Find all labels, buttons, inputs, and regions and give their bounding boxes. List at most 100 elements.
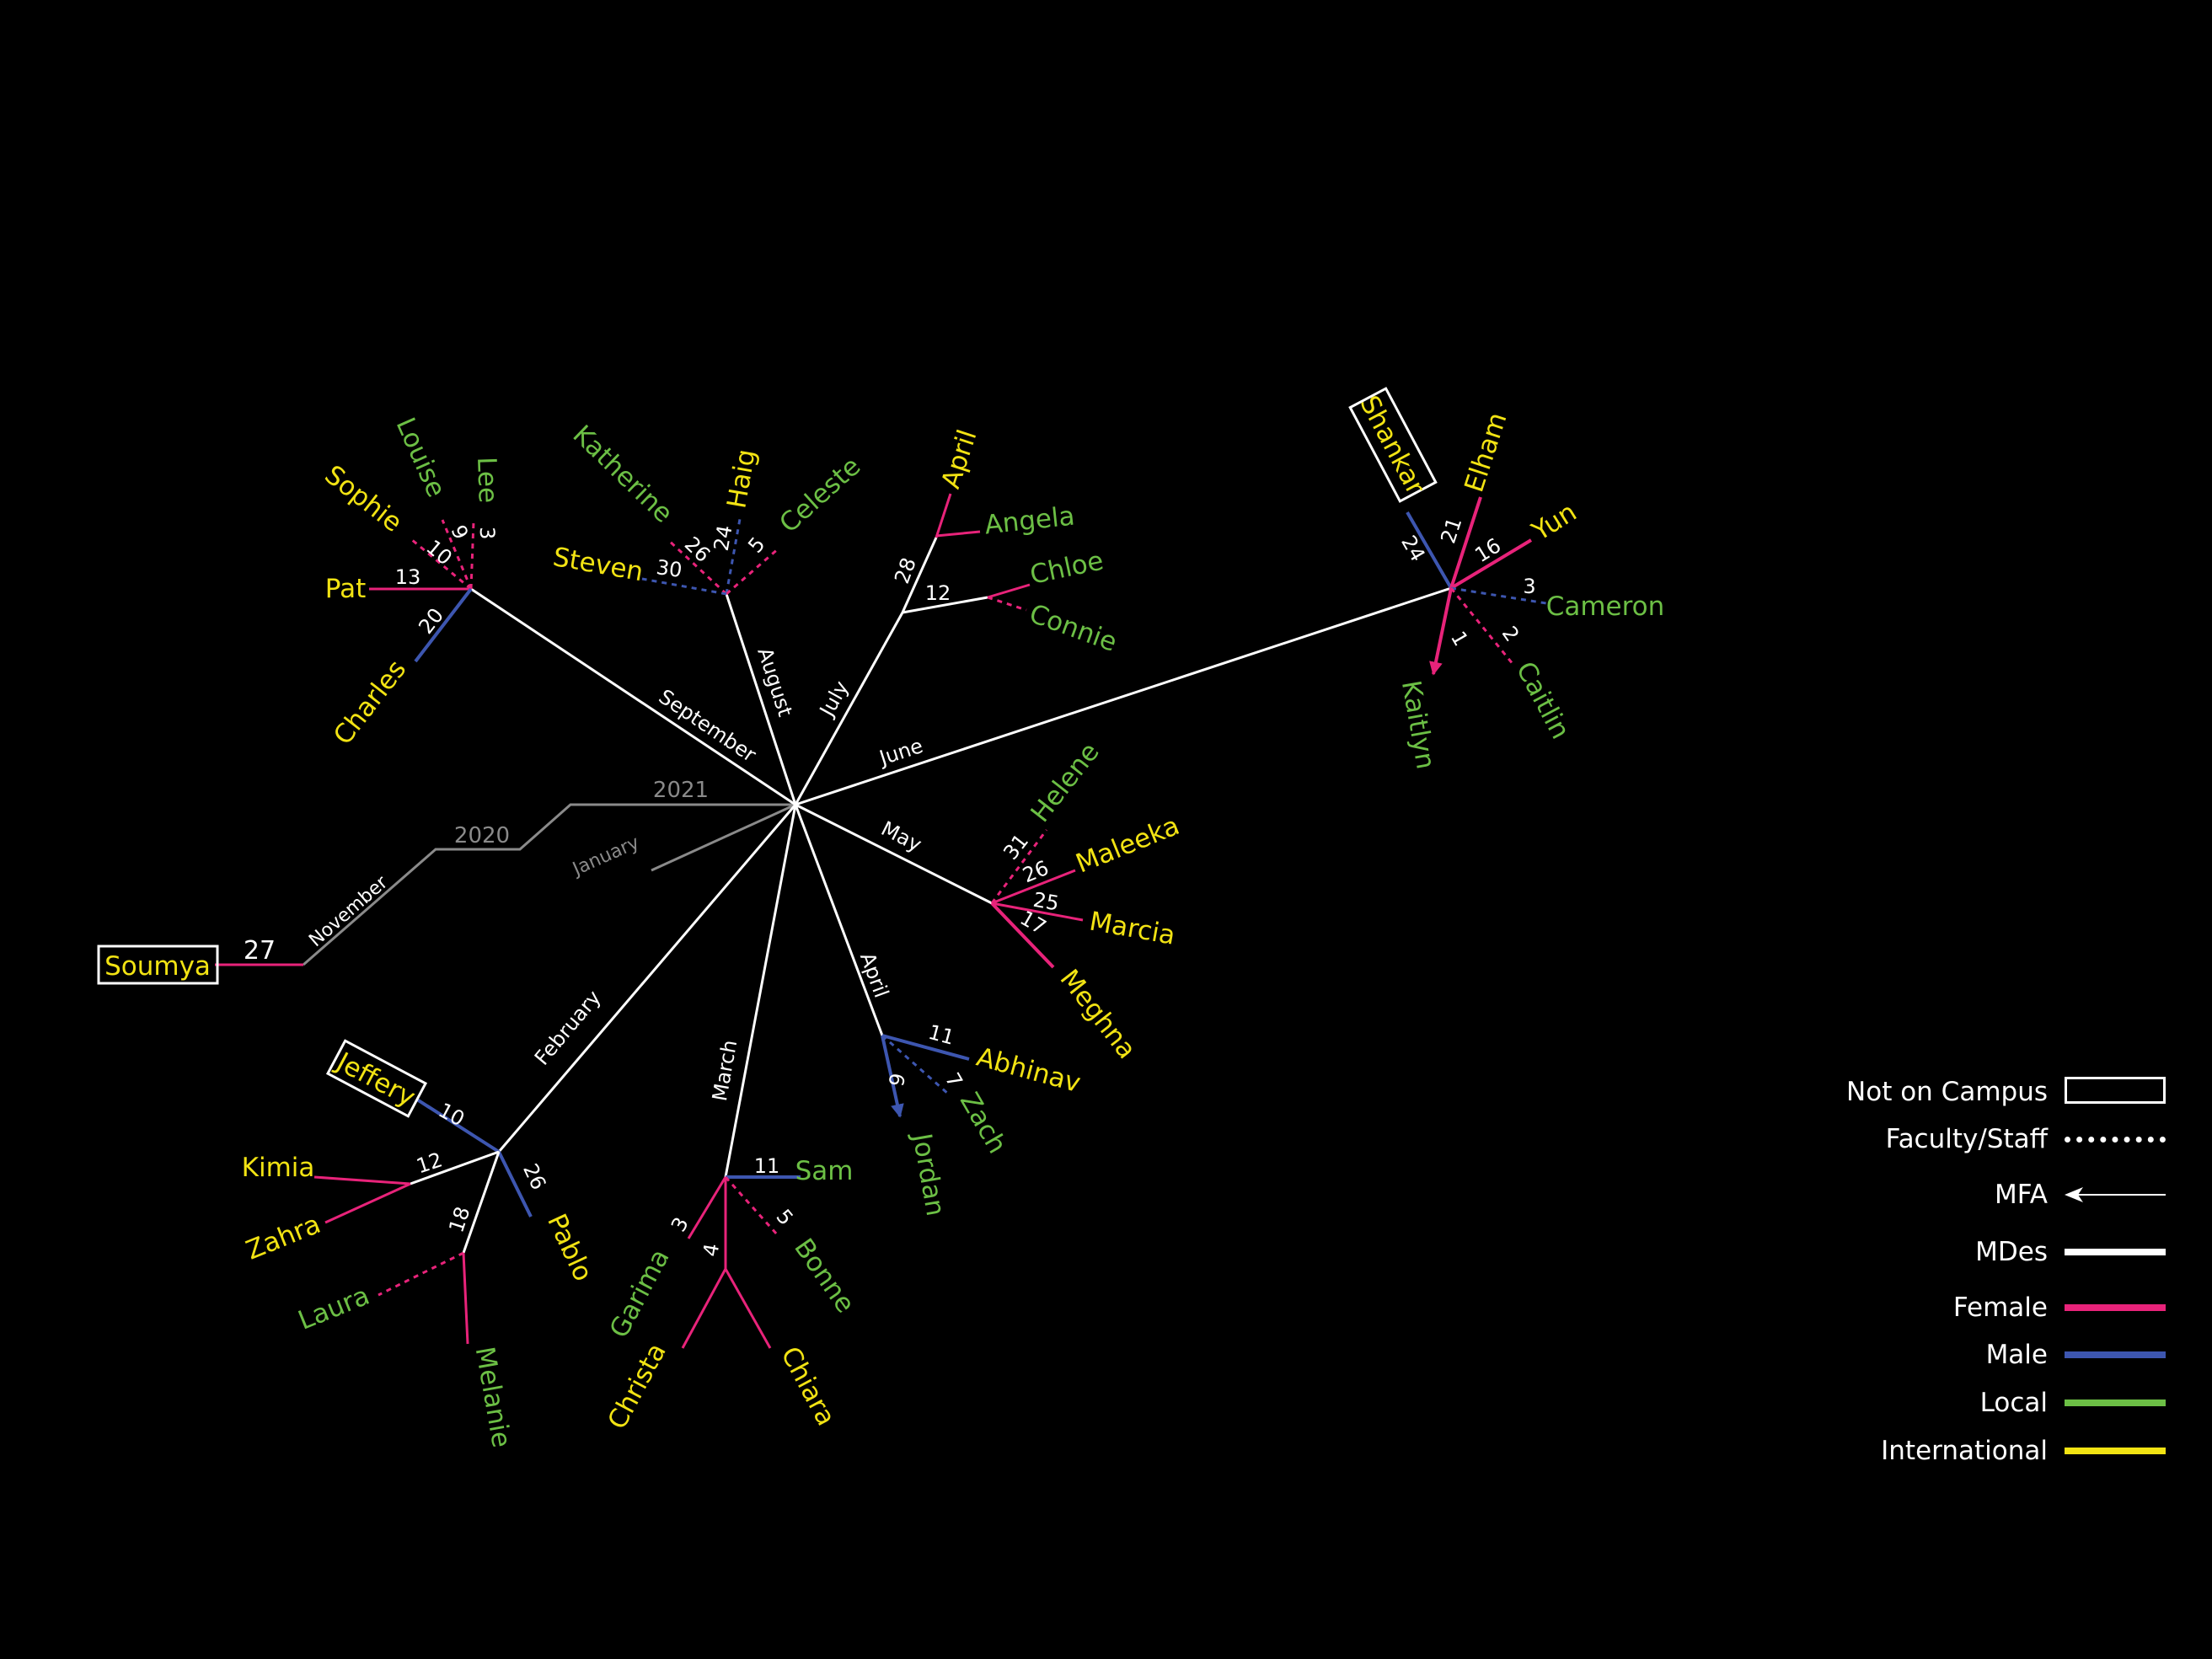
person-name: Katherine [567,420,679,529]
legend-label: MFA [1995,1180,2048,1210]
day-label: 3 [667,1213,694,1236]
legend-male: Male [1702,1338,2174,1372]
day-label: 25 [1031,888,1061,916]
day-label: 5 [743,532,769,558]
person-name: Kimia [242,1153,315,1183]
person-name: Meghna [1054,964,1143,1065]
person-name: Pat [325,574,366,604]
cluster-may: 31 Helene 26 Maleeka 25 Marcia 17 Meghna [990,737,1184,1065]
person-name: Connie [1026,598,1121,658]
person-name: Helene [1025,737,1105,828]
person-name: Lee [471,457,503,504]
cluster-september: 9 Louise 3 Lee 10 Sophie 13 Pat 20 Charl… [319,413,502,751]
day-label: 20 [414,603,448,638]
legend-international: International [1702,1434,2174,1468]
cluster-july: 28 April Angela 12 Chloe Connie [890,426,1121,658]
trunk-april [794,804,884,1036]
person-name: Louise [390,413,452,501]
year-2021-label: 2021 [653,778,709,803]
legend-not-on-campus: Not on Campus [1702,1075,2174,1109]
day-label: 10 [435,1098,469,1131]
legend-label: Female [1952,1292,2048,1323]
not-on-campus-box [325,1039,428,1118]
trunk-march [724,804,797,1178]
person-name: Melanie [469,1345,517,1450]
legend-mdes: MDes [1702,1235,2174,1269]
mdes-swatch [2065,1249,2166,1255]
faculty-staff-swatch [2065,1137,2166,1143]
person-name: Kaitlyn [1395,678,1441,772]
month-label-february: February [530,986,606,1069]
day-label: 27 [244,936,276,966]
branch-november: November 27 Soumya [97,871,393,985]
international-swatch [2065,1448,2166,1454]
month-label-july: July [814,677,853,721]
month-label-april: April [855,950,893,1001]
cluster-march: 11 Sam 5 Bonne 3 Garima 4 Christa Chiara [602,1154,860,1434]
day-label: 24 [1396,532,1430,565]
day-label: 1 [1446,627,1473,650]
person-name: Chloe [1027,545,1106,590]
trunk-june [795,586,1452,806]
month-label-september: September [655,685,761,767]
person-name: April [935,426,983,493]
day-label: 26 [518,1160,550,1194]
person-name: Elham [1459,409,1513,495]
legend-label: MDes [1975,1237,2048,1267]
trunk-august [725,593,797,805]
person-name: Maleeka [1072,811,1184,880]
person-name: Celeste [774,451,866,538]
year-path [303,803,796,966]
person-name: Soumya [104,951,211,982]
month-trunks [470,586,1452,1178]
cluster-february: Jeffery 10 12 Kimia Zahra 26 Pablo 18 La… [242,1039,598,1450]
person-name: Angela [983,501,1076,541]
january-branch [651,803,796,872]
day-label: 2 [1497,622,1524,646]
person-name: Laura [294,1281,374,1336]
month-label-january: January [568,832,642,881]
month-label-august: August [753,645,797,720]
person-name: Shankar [1353,391,1431,500]
day-label: 13 [395,565,421,589]
day-label: 16 [1470,533,1505,567]
day-label: 5 [771,1205,797,1230]
person-name: Haig [721,447,762,511]
person-name: Marcia [1087,907,1177,951]
person-name: Abhinav [973,1042,1084,1099]
day-label: 3 [475,527,500,540]
person-name: Sophie [319,459,407,538]
legend-label: Local [1979,1388,2048,1418]
day-label: 4 [699,1242,724,1259]
person-name: Steven [550,542,645,587]
day-label: 11 [926,1020,957,1050]
legend-label: International [1881,1436,2048,1466]
legend-label: Not on Campus [1846,1077,2048,1107]
person-name: Christa [602,1338,672,1434]
day-label: 9 [885,1072,910,1089]
day-label: 21 [1436,515,1466,547]
day-label: 3 [1523,575,1535,598]
month-label-march: March [708,1038,742,1103]
cluster-august: 26 Katherine 24 Haig 5 Celeste 30 Steven [550,420,866,596]
legend-label: Faculty/Staff [1885,1124,2048,1154]
person-name: Caitlin [1510,656,1576,744]
mfa-arrow-icon [2065,1187,2166,1202]
cluster-april: 9 Jordan 7 Zach 11 Abhinav [881,1020,1084,1218]
legend-female: Female [1702,1291,2174,1325]
person-name: Sam [795,1156,854,1186]
person-name: Pablo [541,1209,598,1286]
year-2020-label: 2020 [454,823,510,848]
person-name: Charles [328,655,412,751]
person-name: Chiara [774,1341,841,1431]
month-label-november: November [305,871,392,951]
day-label: 9 [446,522,473,543]
day-label: 12 [925,581,951,605]
person-name: Cameron [1546,591,1665,622]
not-on-campus-box [1348,387,1438,503]
day-label: 11 [754,1154,780,1178]
day-label: 24 [710,523,737,553]
trunk-july [794,612,904,805]
person-name: Zahra [242,1209,324,1266]
legend-faculty-staff: Faculty/Staff [1702,1122,2174,1156]
